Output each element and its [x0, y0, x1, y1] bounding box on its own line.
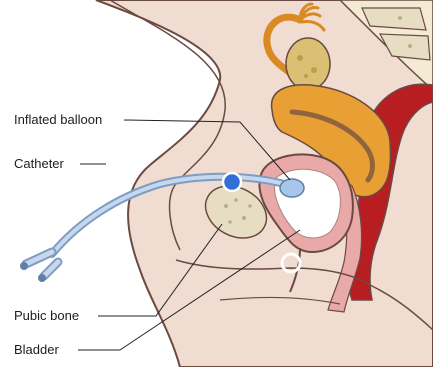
label-inflated-balloon: Inflated balloon	[14, 113, 102, 126]
label-pubic-bone: Pubic bone	[14, 309, 79, 322]
inflated-balloon	[280, 179, 304, 197]
ovary	[286, 38, 330, 90]
label-bladder: Bladder	[14, 343, 59, 356]
label-catheter: Catheter	[14, 157, 64, 170]
blue-dot-marker[interactable]	[223, 173, 241, 191]
